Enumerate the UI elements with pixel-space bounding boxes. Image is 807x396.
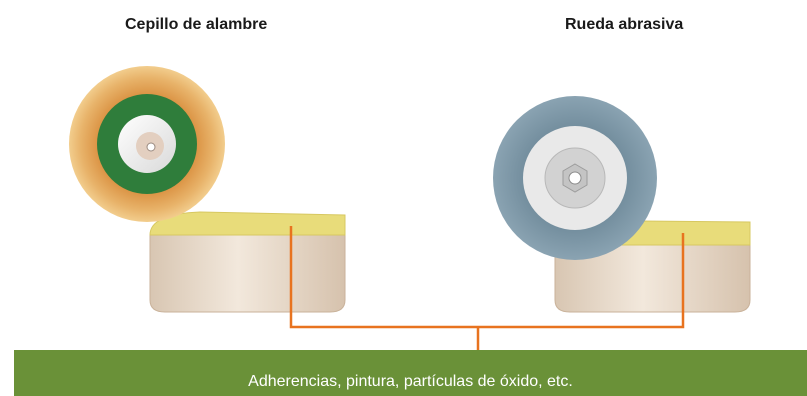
caption-banner: Adherencias, pintura, partículas de óxid… [14,350,807,396]
abrasive-wheel-arbor-hole [568,171,582,185]
caption-text: Adherencias, pintura, partículas de óxid… [248,373,573,390]
callout-line-right [478,233,685,329]
wire-brush-title: Cepillo de alambre [125,16,268,33]
right-workpiece-body [554,244,751,313]
left-contamination-layer [149,211,346,236]
callout-lines [289,226,685,350]
callout-line-left [289,226,478,329]
abrasive-wheel-title: Rueda abrasiva [565,16,684,33]
wire-brush [69,66,225,222]
left-workpiece-body [149,234,346,313]
abrasive-wheel [493,96,657,260]
wire-brush-arbor-hole [146,142,156,152]
left-workpiece [149,211,346,313]
